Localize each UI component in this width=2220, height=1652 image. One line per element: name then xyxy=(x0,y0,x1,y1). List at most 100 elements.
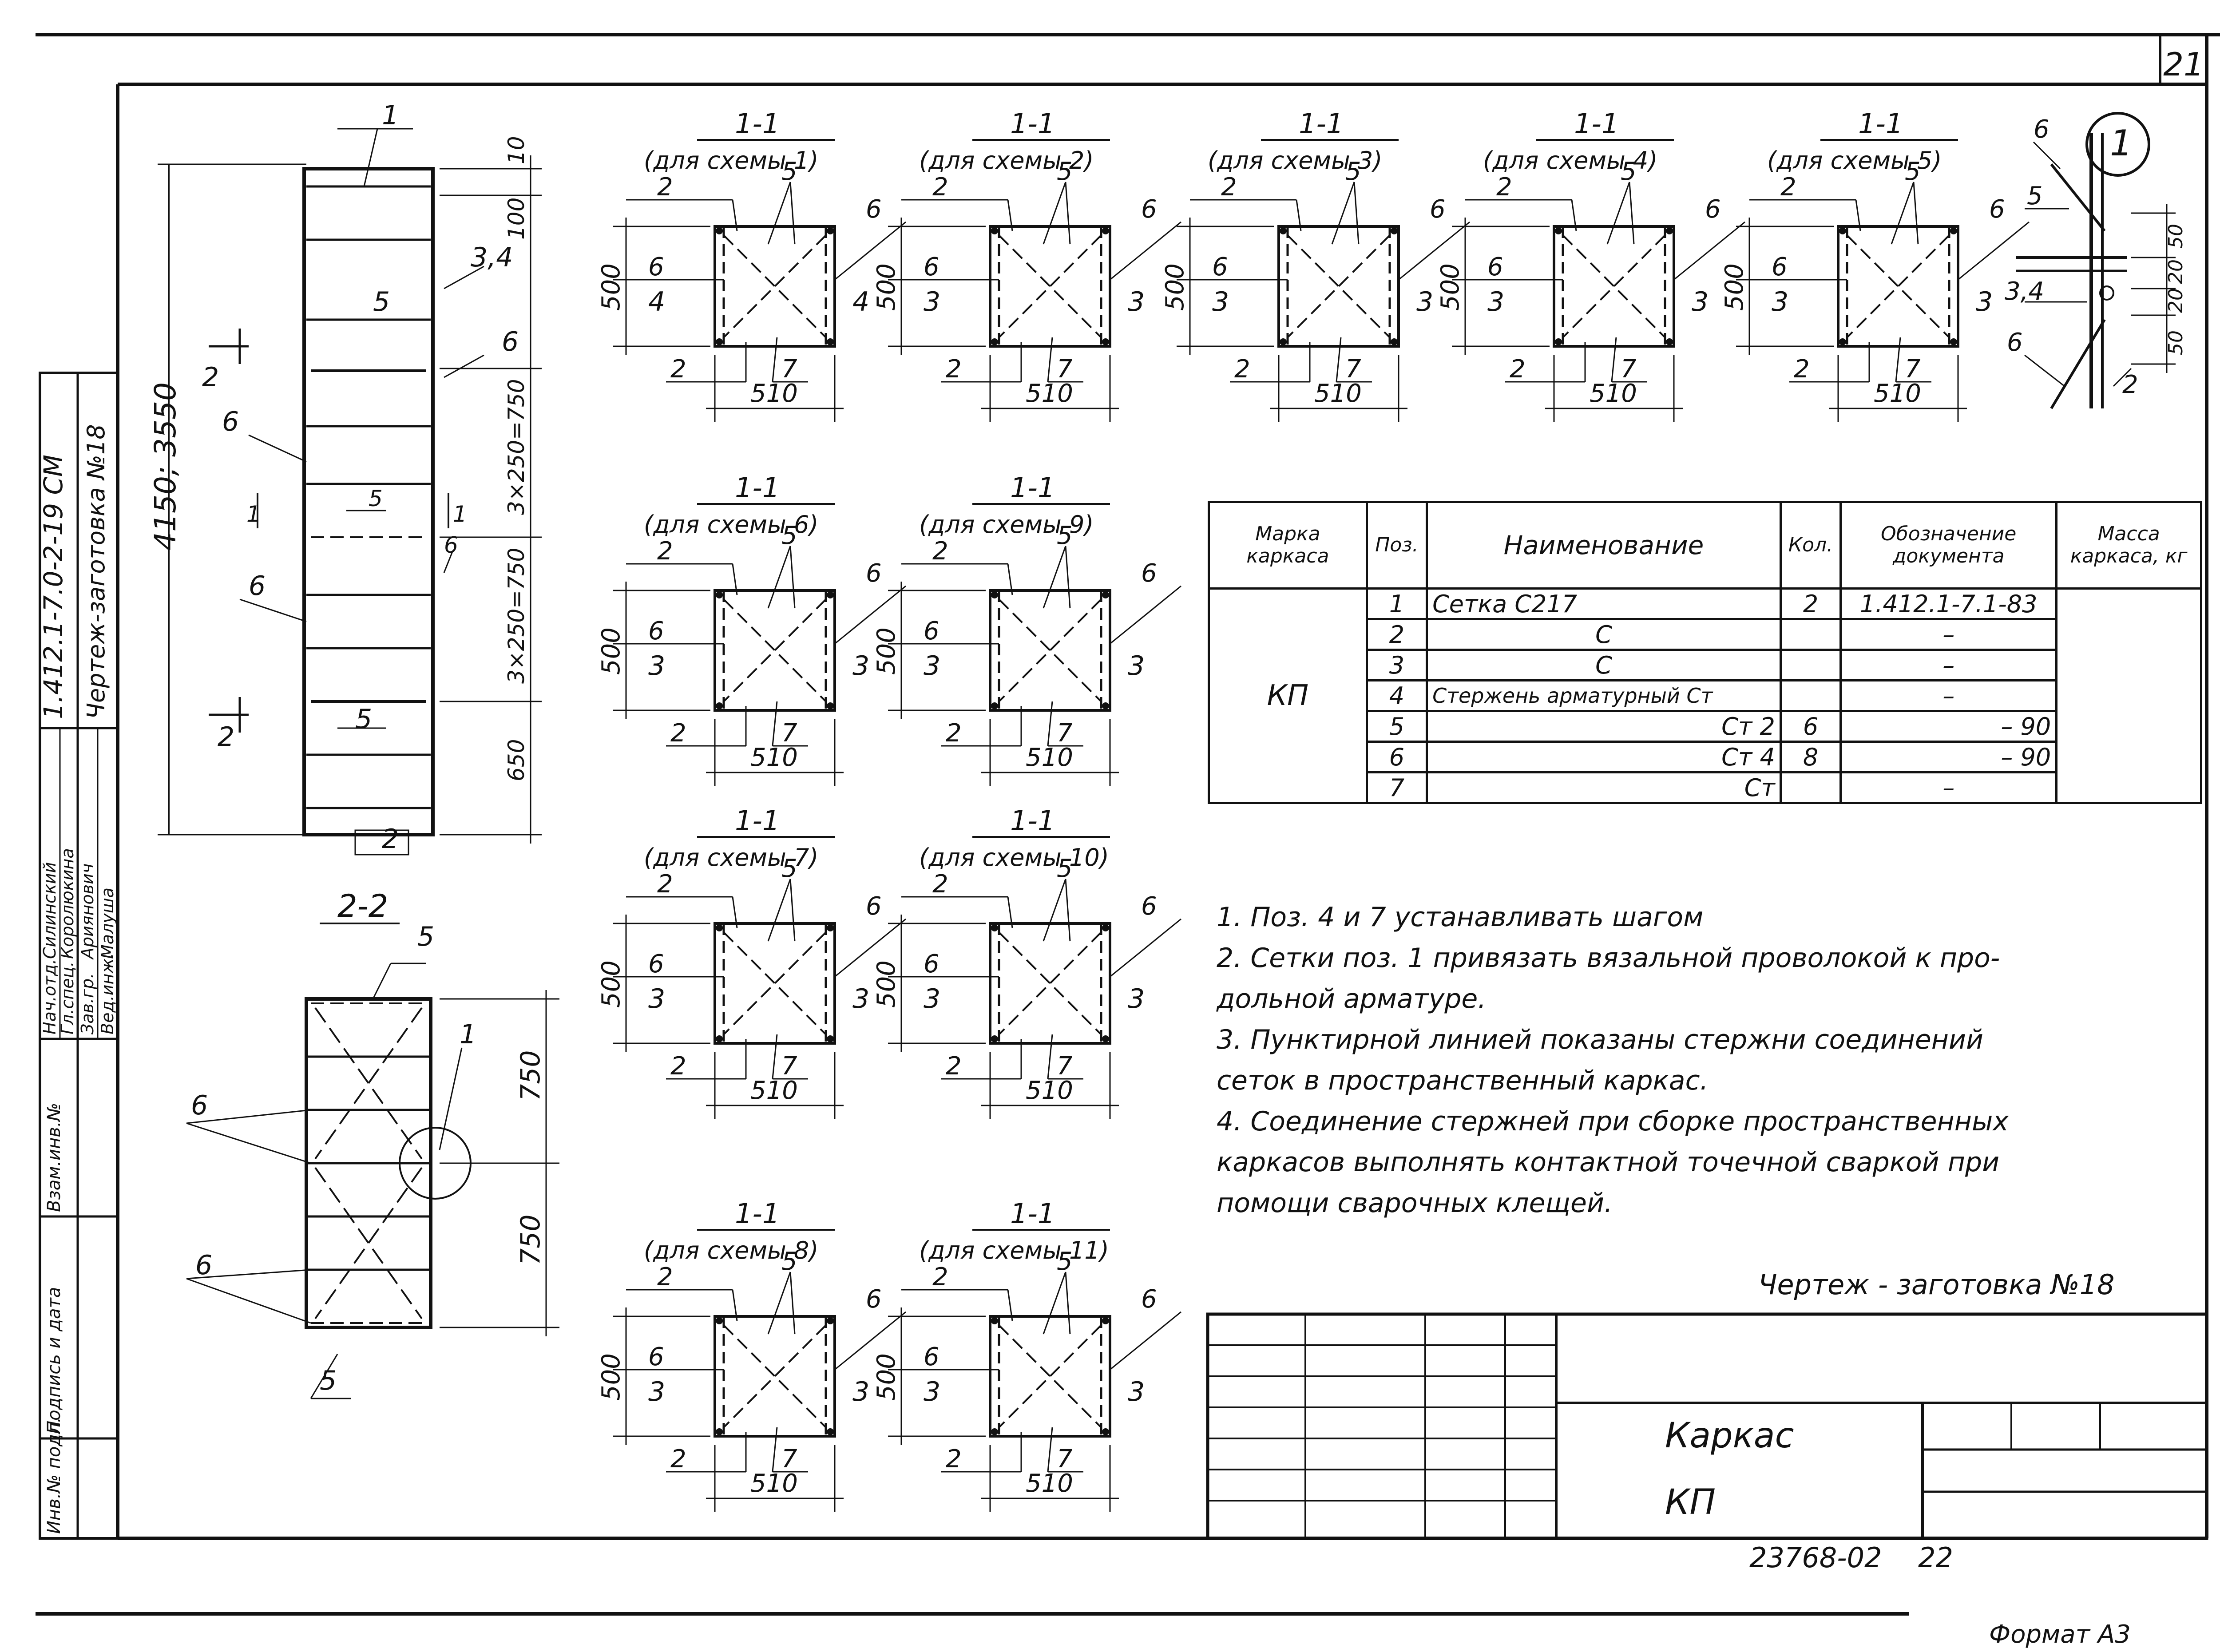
section-mark-7: 7 xyxy=(781,719,797,748)
elevation-dim-upper: 3×250=750 xyxy=(503,379,529,515)
spec-row: 2 С – xyxy=(1209,618,2201,651)
section-2-2-mark-6-lower: 6 xyxy=(195,1250,212,1281)
spec-doc: 1.412.1-7.1-83 xyxy=(1839,587,2058,620)
elevation-dim-lower: 3×250=750 xyxy=(503,548,529,684)
section-dim-height: 500 xyxy=(872,960,901,1008)
elevation-mark-6a: 6 xyxy=(502,326,519,357)
cut-mark-1-left: 1 xyxy=(246,501,261,527)
section-mark-right: 3 xyxy=(1128,650,1145,681)
section-title: 1-1 xyxy=(1574,107,1619,140)
section-mark-left: 3 xyxy=(648,1376,665,1407)
cut-mark-2-bottom: 2 xyxy=(218,721,234,753)
section-2-2-mark-6-upper: 6 xyxy=(191,1090,208,1121)
section-mark-2-top: 2 xyxy=(657,870,673,899)
section-mark-2-bottom: 2 xyxy=(670,719,686,748)
section-mark-5: 5 xyxy=(1621,157,1637,186)
section-mark-7: 7 xyxy=(1057,719,1073,748)
section-mark-right: 3 xyxy=(852,983,869,1014)
note-line: 4. Соединение стержней при сборке простр… xyxy=(1217,1106,2009,1137)
spec-name: Ст xyxy=(1426,771,1782,804)
sheet-number: 21 xyxy=(2163,46,2204,83)
spec-row: 7 Ст – xyxy=(1209,771,2201,804)
elevation-mark-1: 1 xyxy=(382,100,399,131)
section-mark-6-left: 6 xyxy=(1212,253,1228,281)
section-mark-6-right: 6 xyxy=(1141,1285,1157,1314)
section-mark-2-bottom: 2 xyxy=(670,355,686,384)
section-dim-width: 510 xyxy=(750,1469,798,1498)
section-mark-2-top: 2 xyxy=(657,173,673,202)
stamp-role-1: Нач.отд. xyxy=(40,959,59,1034)
section-subtitle: (для схемы 9) xyxy=(919,511,1094,539)
section-mark-5: 5 xyxy=(781,854,797,883)
section-dim-height: 500 xyxy=(597,263,626,311)
spec-doc: – xyxy=(1839,618,2058,651)
section-mark-2-top: 2 xyxy=(932,173,948,202)
section-dim-height: 500 xyxy=(872,1353,901,1401)
spec-doc: – 90 xyxy=(1839,741,2058,773)
title-block-name: Каркас xyxy=(1665,1416,1794,1456)
section-mark-6-left: 6 xyxy=(648,1343,664,1371)
section-mark-6-right: 6 xyxy=(1141,892,1157,921)
section-mark-7: 7 xyxy=(1621,355,1637,384)
section-mark-7: 7 xyxy=(781,1445,797,1474)
elevation-mark-5a: 5 xyxy=(373,286,390,317)
spec-qty: 2 xyxy=(1779,587,1842,620)
section-title: 1-1 xyxy=(1010,1197,1055,1230)
section-mark-6-right: 6 xyxy=(1430,195,1446,224)
section-title: 1-1 xyxy=(735,804,780,837)
section-mark-2-top: 2 xyxy=(1221,173,1237,202)
section-dim-width: 510 xyxy=(1314,379,1362,408)
section-title: 1-1 xyxy=(735,471,780,504)
note-line: 2. Сетки поз. 1 привязать вязальной пров… xyxy=(1217,943,2000,974)
section-mark-7: 7 xyxy=(1345,355,1361,384)
spec-mark-cell: КП xyxy=(1208,587,1368,804)
stamp-role-4: Вед.инж. xyxy=(98,953,117,1034)
section-mark-right: 3 xyxy=(1128,1376,1145,1407)
spec-pos: 6 xyxy=(1365,741,1428,773)
elevation-mark-5b: 5 xyxy=(369,486,383,511)
section-mark-2-bottom: 2 xyxy=(946,1052,962,1081)
section-mark-right: 3 xyxy=(1128,286,1145,317)
section-mark-right: 3 xyxy=(1128,983,1145,1014)
detail-1-dim-20b: 20 xyxy=(2164,288,2187,313)
section-title: 1-1 xyxy=(1858,107,1903,140)
stamp-role-2: Гл.спец. xyxy=(58,961,77,1034)
section-dim-height: 500 xyxy=(1720,263,1749,311)
stamp-name-2: Королюкина xyxy=(58,848,77,959)
section-mark-5: 5 xyxy=(781,521,797,550)
elevation-dim-10: 10 xyxy=(503,136,529,164)
spec-qty xyxy=(1779,649,1842,681)
bottom-page: 22 xyxy=(1918,1541,1953,1574)
title-block-mark: КП xyxy=(1665,1482,1716,1522)
spec-row: КП 1 Сетка С217 2 1.412.1-7.1-83 xyxy=(1208,587,2202,804)
spec-qty xyxy=(1779,771,1842,804)
section-mark-left: 3 xyxy=(924,286,940,317)
spec-name: С xyxy=(1426,649,1782,681)
cut-mark-2-top: 2 xyxy=(202,362,219,393)
section-subtitle: (для схемы 5) xyxy=(1767,147,1942,174)
spec-pos: 2 xyxy=(1365,618,1428,651)
section-subtitle: (для схемы 11) xyxy=(919,1236,1109,1264)
spec-name: Стержень арматурный Ст xyxy=(1426,679,1782,712)
section-dim-width: 510 xyxy=(750,379,798,408)
detail-1-label: 1 xyxy=(2110,123,2133,164)
section-dim-height: 500 xyxy=(597,1353,626,1401)
spec-pos: 4 xyxy=(1365,679,1428,712)
spec-pos: 3 xyxy=(1365,649,1428,681)
section-mark-right: 4 xyxy=(852,286,869,317)
section-mark-2-bottom: 2 xyxy=(1234,355,1250,384)
spec-pos: 7 xyxy=(1365,771,1428,804)
spec-qty xyxy=(1779,679,1842,712)
section-mark-6-left: 6 xyxy=(1772,253,1788,281)
section-mark-left: 3 xyxy=(1487,286,1504,317)
spec-row: 6 Ст 4 8 – 90 xyxy=(1209,741,2201,773)
spec-header-name: Наименование xyxy=(1426,501,1782,590)
section-mark-5: 5 xyxy=(1057,157,1073,186)
